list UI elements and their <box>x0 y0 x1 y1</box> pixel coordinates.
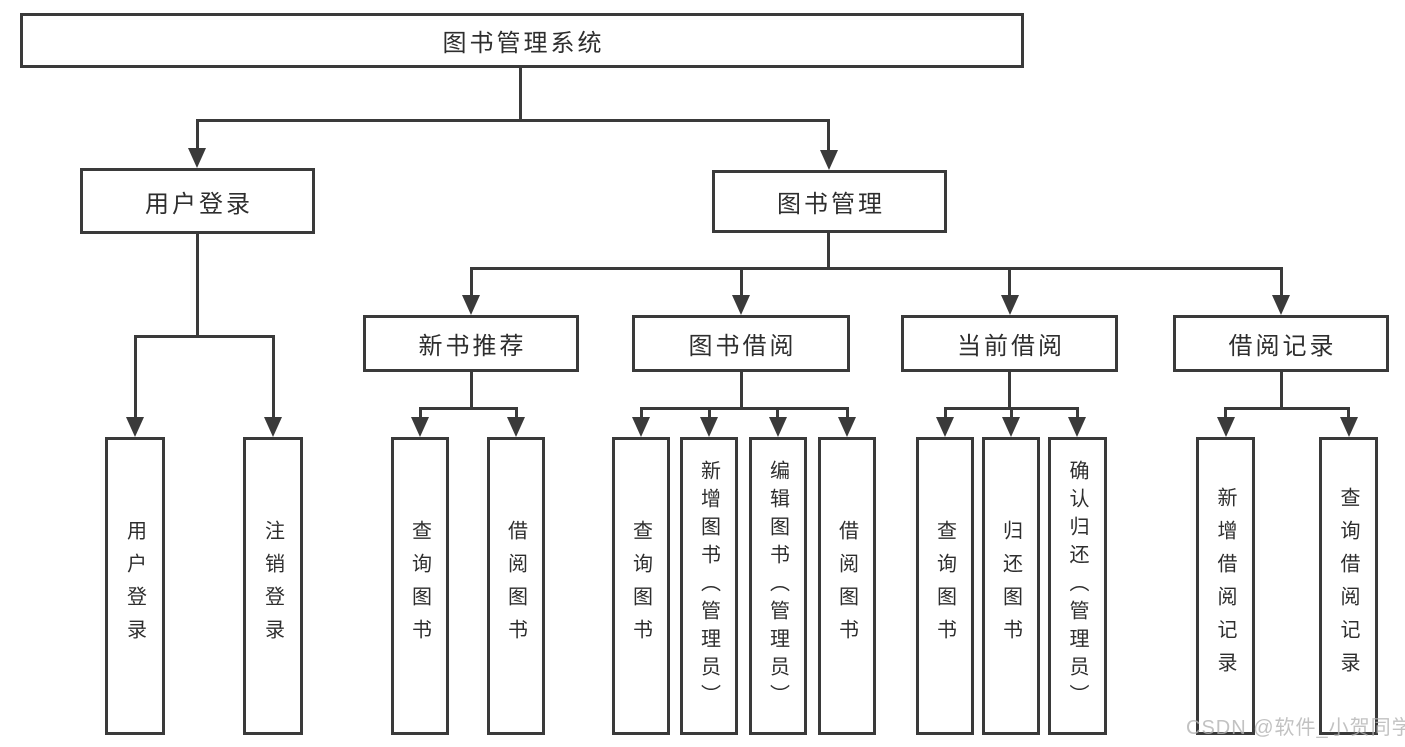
arrow-down-icon <box>1217 417 1235 437</box>
node-new-book-recommend: 新书推荐 <box>363 315 579 372</box>
arrow-down-icon <box>1340 417 1358 437</box>
connector-line <box>846 407 849 420</box>
node-user-login: 用户登录 <box>105 437 165 735</box>
connector-line <box>827 119 830 153</box>
node-bb-edit-books: 编辑图书（管理员） <box>749 437 807 735</box>
connector-line <box>470 372 473 408</box>
arrow-down-icon <box>820 150 838 170</box>
node-book-borrowing: 图书借阅 <box>632 315 850 372</box>
connector-line <box>134 335 137 420</box>
connector-line <box>419 407 422 420</box>
connector-line <box>515 407 518 420</box>
arrow-down-icon <box>411 417 429 437</box>
node-book-management: 图书管理 <box>712 170 947 233</box>
connector-line <box>1280 267 1283 298</box>
arrow-down-icon <box>126 417 144 437</box>
node-br-add-record: 新增借阅记录 <box>1196 437 1255 735</box>
arrow-down-icon <box>769 417 787 437</box>
node-br-query-record: 查询借阅记录 <box>1319 437 1378 735</box>
connector-line <box>708 407 711 420</box>
connector-line <box>1008 372 1011 408</box>
node-borrowing-records: 借阅记录 <box>1173 315 1389 372</box>
arrow-down-icon <box>1068 417 1086 437</box>
arrow-down-icon <box>264 417 282 437</box>
connector-line <box>470 267 1281 270</box>
node-bb-query-books: 查询图书 <box>612 437 670 735</box>
node-current-borrowing: 当前借阅 <box>901 315 1118 372</box>
connector-line <box>740 267 743 298</box>
node-cb-return-books: 归还图书 <box>982 437 1040 735</box>
node-root: 图书管理系统 <box>20 13 1024 68</box>
connector-line <box>1008 267 1011 298</box>
connector-line <box>272 335 275 420</box>
arrow-down-icon <box>732 295 750 315</box>
connector-line <box>1224 407 1227 420</box>
connector-line <box>1224 407 1350 410</box>
arrow-down-icon <box>507 417 525 437</box>
connector-line <box>196 119 830 122</box>
arrow-down-icon <box>838 417 856 437</box>
node-nbr-query-books: 查询图书 <box>391 437 449 735</box>
arrow-down-icon <box>188 148 206 168</box>
connector-line <box>1010 407 1013 420</box>
arrow-down-icon <box>1272 295 1290 315</box>
node-bb-borrow-books: 借阅图书 <box>818 437 876 735</box>
node-logout: 注销登录 <box>243 437 303 735</box>
connector-line <box>134 335 274 338</box>
watermark: CSDN @软件_小贺同学 <box>1186 717 1405 739</box>
connector-line <box>196 119 199 151</box>
connector-line <box>519 68 522 120</box>
node-bb-add-books: 新增图书（管理员） <box>680 437 738 735</box>
node-nbr-borrow-books: 借阅图书 <box>487 437 545 735</box>
connector-line <box>470 267 473 298</box>
node-cb-confirm-return: 确认归还（管理员） <box>1048 437 1107 735</box>
node-cb-query-books: 查询图书 <box>916 437 974 735</box>
arrow-down-icon <box>700 417 718 437</box>
connector-line <box>1347 407 1350 420</box>
arrow-down-icon <box>936 417 954 437</box>
connector-line <box>827 233 830 268</box>
connector-line <box>196 234 199 336</box>
connector-line <box>776 407 779 420</box>
connector-line <box>1280 372 1283 408</box>
connector-line <box>419 407 517 410</box>
connector-line <box>740 372 743 408</box>
arrow-down-icon <box>1002 417 1020 437</box>
connector-line <box>1076 407 1079 420</box>
connector-line <box>640 407 848 410</box>
connector-line <box>944 407 947 420</box>
connector-line <box>640 407 643 420</box>
arrow-down-icon <box>462 295 480 315</box>
node-user-login-group: 用户登录 <box>80 168 315 234</box>
arrow-down-icon <box>632 417 650 437</box>
arrow-down-icon <box>1001 295 1019 315</box>
